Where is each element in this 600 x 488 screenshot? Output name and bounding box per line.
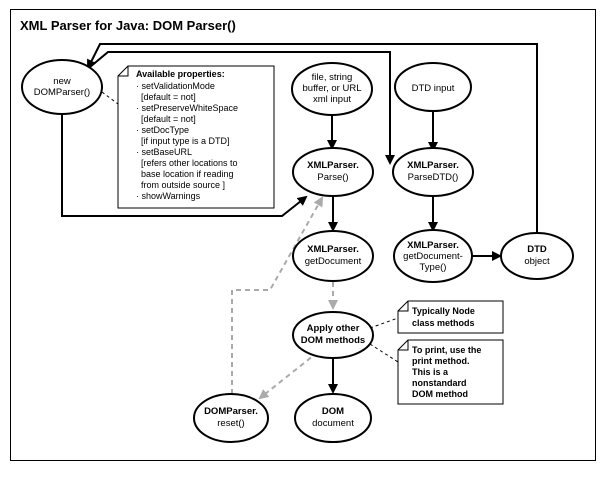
solid-connectors bbox=[61, 43, 538, 394]
note-properties-line: [default = not] bbox=[136, 114, 196, 124]
note-properties-line: · setDocType bbox=[136, 125, 189, 135]
note-properties-line: · setValidationMode bbox=[136, 81, 215, 91]
note-node-methods-line-1: Typically Node bbox=[412, 306, 475, 316]
node-xmlparser-getdocumenttype: XMLParser. getDocument- Type() bbox=[393, 229, 473, 283]
node-xmlparser-getdocumenttype-line-1: XMLParser. bbox=[407, 240, 459, 251]
note-properties-heading: Available properties: bbox=[136, 69, 225, 79]
node-dom-document-line-1: DOM bbox=[322, 406, 344, 417]
diagram-title: XML Parser for Java: DOM Parser() bbox=[20, 18, 236, 33]
node-file-input-line-1: file, string bbox=[312, 72, 353, 83]
node-file-input: file, string buffer, or URL xml input bbox=[291, 62, 373, 116]
node-dtd-object-line-2: object bbox=[524, 256, 550, 267]
connector-new-to-parse bbox=[61, 114, 308, 217]
node-xmlparser-parse-line-2: Parse() bbox=[317, 172, 348, 183]
pointer-to-node-methods bbox=[369, 317, 399, 329]
note-properties-line: [if input type is a DTD] bbox=[136, 136, 230, 146]
node-new-domparser: new DOMParser() bbox=[21, 59, 103, 115]
node-domparser-reset: DOMParser. reset() bbox=[193, 393, 269, 443]
note-properties-line: · setPreserveWhiteSpace bbox=[136, 103, 238, 113]
note-properties-line: [refers other locations to bbox=[136, 158, 238, 168]
node-xmlparser-parse-line-1: XMLParser. bbox=[307, 160, 359, 171]
node-new-domparser-line-1: new bbox=[53, 76, 71, 87]
node-new-domparser-line-2: DOMParser() bbox=[34, 87, 90, 98]
note-print-method: To print, use the print method. This is … bbox=[397, 339, 504, 405]
note-properties-line: [default = not] bbox=[136, 92, 196, 102]
node-file-input-line-2: buffer, or URL bbox=[303, 83, 362, 94]
node-xmlparser-parsedtd-line-1: XMLParser. bbox=[407, 160, 459, 171]
node-xmlparser-parse: XMLParser. Parse() bbox=[292, 147, 374, 197]
note-print-method-line-5: DOM method bbox=[412, 389, 468, 399]
node-apply-dom-methods: Apply other DOM methods bbox=[292, 311, 374, 359]
node-domparser-reset-line-1: DOMParser. bbox=[204, 406, 258, 417]
node-xmlparser-parsedtd-line-2: ParseDTD() bbox=[408, 172, 459, 183]
node-xmlparser-getdocument-line-2: getDocument bbox=[305, 256, 362, 267]
node-xmlparser-getdocumenttype-line-2: getDocument- bbox=[403, 251, 463, 262]
node-apply-dom-methods-line-1: Apply other bbox=[307, 323, 360, 334]
note-properties-line: · showWarnings bbox=[136, 191, 201, 201]
node-dtd-input-line-1: DTD input bbox=[412, 83, 455, 94]
note-print-method-line-3: This is a bbox=[412, 367, 449, 377]
node-xmlparser-getdocument: XMLParser. getDocument bbox=[292, 230, 374, 282]
note-node-methods: Typically Node class methods bbox=[397, 300, 504, 334]
note-properties-line: base location if reading bbox=[136, 169, 234, 179]
dashed-connectors bbox=[231, 196, 338, 400]
node-dtd-object: DTD object bbox=[500, 232, 574, 280]
node-dtd-input: DTD input bbox=[394, 62, 472, 112]
node-dom-document: DOM document bbox=[294, 393, 372, 443]
pointer-to-properties bbox=[101, 91, 119, 105]
connector-reset-to-parse bbox=[231, 196, 323, 394]
note-print-method-line-2: print method. bbox=[412, 356, 470, 366]
note-available-properties: Available properties: · setValidationMod… bbox=[101, 65, 275, 209]
pointer-to-print-method bbox=[369, 343, 399, 363]
note-properties-line: from outside source ] bbox=[136, 180, 225, 190]
node-xmlparser-parsedtd: XMLParser. ParseDTD() bbox=[392, 147, 474, 197]
note-pointers bbox=[369, 317, 399, 363]
node-dtd-object-line-1: DTD bbox=[527, 244, 547, 255]
note-properties-line: · setBaseURL bbox=[136, 147, 192, 157]
connector-apply-to-reset bbox=[258, 351, 319, 400]
node-apply-dom-methods-line-2: DOM methods bbox=[301, 335, 365, 346]
diagram-frame bbox=[10, 9, 596, 461]
note-print-method-line-1: To print, use the bbox=[412, 345, 481, 355]
note-node-methods-line-2: class methods bbox=[412, 318, 475, 328]
connector-dtdobject-to-new bbox=[87, 43, 538, 235]
node-dom-document-line-2: document bbox=[312, 418, 354, 429]
node-xmlparser-getdocument-line-1: XMLParser. bbox=[307, 244, 359, 255]
node-file-input-line-3: xml input bbox=[313, 94, 351, 105]
node-domparser-reset-line-2: reset() bbox=[217, 418, 244, 429]
node-xmlparser-getdocumenttype-line-3: Type() bbox=[420, 262, 447, 273]
note-print-method-line-4: nonstandard bbox=[412, 378, 467, 388]
